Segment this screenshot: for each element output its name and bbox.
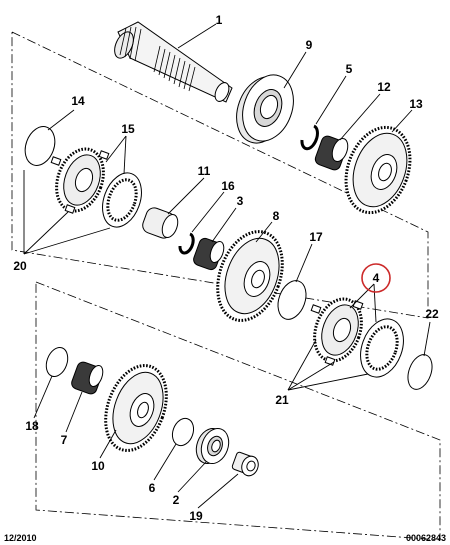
part-16-circlip: [178, 232, 195, 255]
upper-assembly-frame: [11, 31, 429, 319]
part-5-circlip: [300, 124, 319, 151]
part-12-needle-bearing: [314, 135, 349, 171]
part-2-bearing: [195, 428, 230, 464]
callout-7: 7: [61, 433, 68, 447]
callout-17: 17: [309, 230, 323, 244]
callout-19: 19: [189, 509, 203, 523]
callout-6: 6: [149, 481, 156, 495]
callout-12: 12: [377, 80, 391, 94]
part-7-needle-bearing: [71, 361, 104, 395]
part-20-synchronizer-sleeve: [102, 172, 142, 228]
callout-20: 20: [13, 259, 27, 273]
callout-16: 16: [221, 179, 235, 193]
part-1-input-shaft: [114, 21, 233, 103]
highlight-circle: [361, 263, 391, 293]
callout-5: 5: [346, 62, 353, 76]
callout-3: 3: [237, 194, 244, 208]
part-4-synchronizer-hub: [310, 297, 364, 366]
callout-9: 9: [306, 38, 313, 52]
part-6-washer: [171, 417, 195, 447]
footer-reference: 00062843: [406, 533, 446, 543]
part-17-ring: [277, 280, 307, 320]
part-13-gear: [344, 125, 412, 215]
footer-date: 12/2010: [4, 533, 37, 543]
callout-1: 1: [216, 13, 223, 27]
part-18-thrust-washer: [45, 346, 69, 378]
callout-14: 14: [71, 94, 85, 108]
callout-13: 13: [409, 97, 423, 111]
part-9-bearing: [236, 74, 294, 144]
callout-15: 15: [121, 122, 135, 136]
part-8-gear: [216, 230, 284, 322]
part-10-gear: [104, 364, 168, 452]
callout-2: 2: [173, 493, 180, 507]
part-15-synchronizer-hub: [50, 147, 110, 214]
callout-labels: 1 9 5 12 13 14 15 11 16 3 8 17 4 20 22 2…: [13, 13, 439, 523]
callout-10: 10: [91, 459, 105, 473]
lower-assembly-frame: [35, 281, 441, 541]
callout-11: 11: [198, 164, 211, 178]
part-19-nut: [231, 451, 259, 477]
part-21-synchronizer-sleeve: [360, 318, 404, 378]
leader-lines: [23, 23, 431, 509]
part-22-ring: [407, 354, 433, 390]
part-14-ring: [24, 126, 56, 166]
part-11-bush: [142, 207, 179, 239]
callout-18: 18: [25, 419, 39, 433]
callout-4: 4: [373, 271, 380, 285]
callout-8: 8: [273, 209, 280, 223]
callout-22: 22: [425, 307, 439, 321]
callout-21: 21: [275, 393, 289, 407]
